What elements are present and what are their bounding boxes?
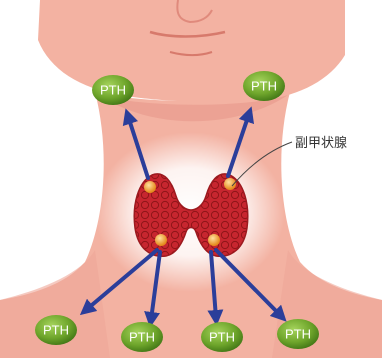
parathyroid-lower-right xyxy=(208,234,220,246)
svg-text:PTH: PTH xyxy=(43,323,69,338)
pth-badge-upper-right: PTH xyxy=(243,71,285,101)
svg-text:PTH: PTH xyxy=(251,79,277,94)
svg-text:PTH: PTH xyxy=(100,83,126,98)
svg-text:PTH: PTH xyxy=(209,330,235,345)
pth-badge-lower-2: PTH xyxy=(121,322,163,352)
parathyroid-lower-left xyxy=(155,234,167,246)
parathyroid-upper-left xyxy=(144,181,156,193)
pth-badge-lower-1: PTH xyxy=(35,315,77,345)
svg-text:PTH: PTH xyxy=(129,330,155,345)
face-chin xyxy=(38,0,345,102)
pth-badge-upper-left: PTH xyxy=(92,75,134,105)
pth-badge-lower-4: PTH xyxy=(277,319,319,349)
gland-label: 副甲状腺 xyxy=(295,136,347,151)
svg-text:PTH: PTH xyxy=(285,327,311,342)
pth-badge-lower-3: PTH xyxy=(201,322,243,352)
